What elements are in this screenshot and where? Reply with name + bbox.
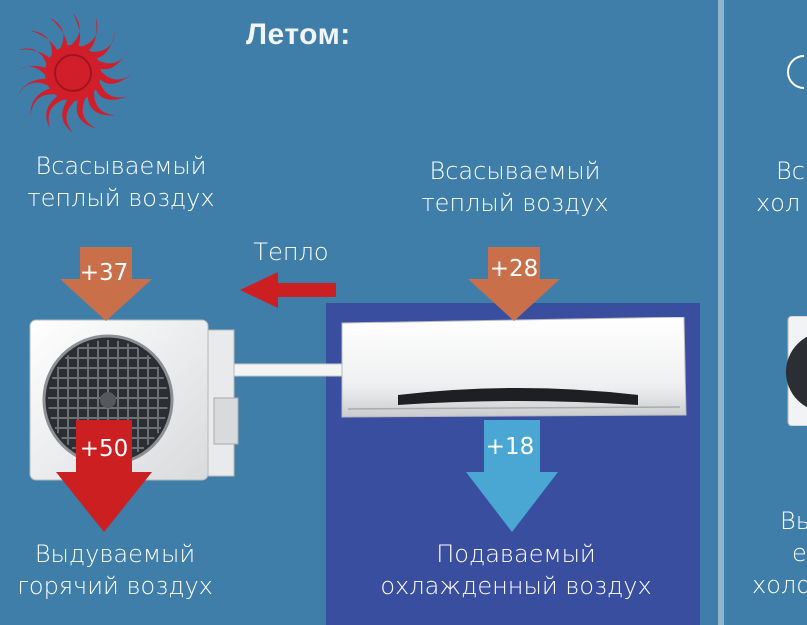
outdoor-intake-label: Всасываемый теплый воздух [16,150,226,214]
heat-label: Тепло [253,238,329,266]
sun-ray [68,13,81,48]
indoor-intake-arrow [468,247,560,321]
indoor-supply-label-line-1: Подаваемый [436,540,596,568]
winter-exhaust-label-line-1: Вы [780,507,807,535]
sun-ray [94,78,129,100]
outdoor-exhaust-arrow [56,420,152,532]
sun-icon [13,13,133,133]
indoor-intake-temp: +28 [489,256,539,282]
indoor-unit-display-strip [398,388,638,405]
winter-outdoor-unit-partial [786,316,807,426]
panel-divider [718,0,724,625]
outdoor-exhaust-label: Выдуваемый горячий воздух [10,538,220,602]
indoor-supply-temp: +18 [485,434,535,460]
outdoor-exhaust-arrow-shape [56,420,152,532]
sun-ray [17,78,52,96]
winter-unit-fan [786,336,807,408]
winter-intake-label-line-2: хол [756,189,801,217]
outdoor-intake-label-line-2: теплый воздух [27,184,215,212]
fan-grille-lines [48,340,168,460]
indoor-supply-arrow [466,420,558,532]
winter-intake-label-line-1: Вс [776,157,805,185]
indoor-intake-arrow-shape [468,247,560,321]
sun-ray [98,68,133,84]
moon-icon-shape [787,55,805,89]
refrigerant-pipe [226,363,345,377]
outdoor-intake-arrow [60,247,152,321]
sun-ray [94,50,129,70]
heat-arrow-shape [240,272,336,308]
winter-exhaust-label-partial: Вы е холо [752,505,807,601]
heat-arrow [240,272,336,308]
indoor-intake-label-line-2: теплый воздух [421,189,609,217]
indoor-intake-label-line-1: Всасываемый [429,157,601,185]
indoor-supply-arrow-shape [466,420,558,532]
sun-ray [30,87,59,116]
winter-exhaust-label-line-3: холо [752,571,807,599]
sun-ray [17,48,52,68]
outdoor-exhaust-label-line-1: Выдуваемый [34,540,196,568]
sun-ray [13,65,48,78]
sun-ring [54,54,92,92]
sun-core [45,45,101,101]
outdoor-intake-label-line-1: Всасываемый [35,152,207,180]
indoor-supply-label: Подаваемый охлажденный воздух [366,538,666,602]
outdoor-unit [29,319,239,481]
indoor-unit [341,317,687,418]
fan-hub [100,392,116,408]
indoor-unit-louver [347,406,681,410]
sun-ray [78,17,98,52]
sun-ray [76,94,96,129]
moon-icon [787,55,805,89]
sun-ray [62,98,78,133]
outdoor-exhaust-temp: +50 [79,436,129,462]
sun-ray [30,30,59,59]
sun-ray [87,87,116,116]
sun-ray [46,94,68,129]
indoor-intake-label: Всасываемый теплый воздух [405,155,625,219]
winter-intake-label-partial: Вс хол [756,155,807,219]
section-title: Летом: [246,18,351,51]
outdoor-intake-arrow-shape [60,247,152,321]
winter-exhaust-label-line-2: е [792,539,807,567]
sun-ray [50,17,68,52]
outdoor-exhaust-label-line-2: горячий воздух [17,572,213,600]
outdoor-unit-valve-cover [213,397,239,445]
outdoor-intake-temp: +37 [79,260,129,286]
sun-ray [87,30,116,59]
indoor-supply-label-line-2: охлажденный воздух [380,572,652,600]
